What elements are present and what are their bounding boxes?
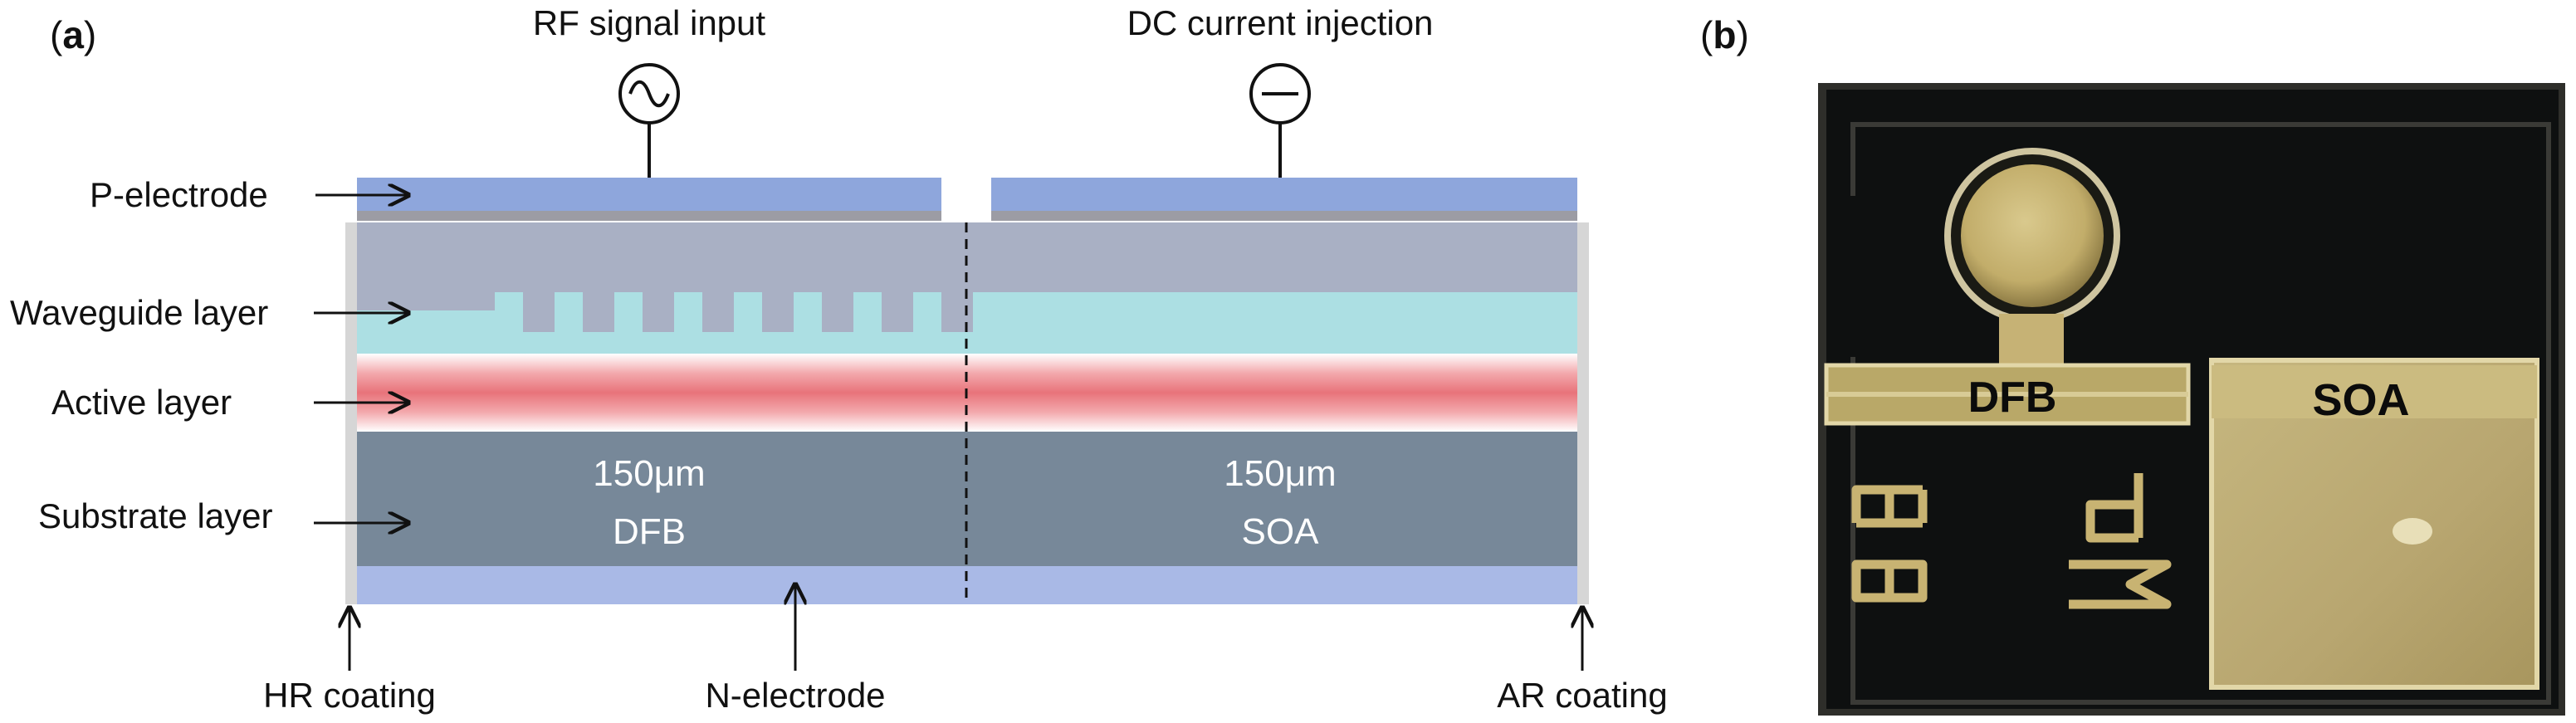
dc-current-label: DC current injection xyxy=(1127,3,1434,42)
panel-b: (b) DFB xyxy=(1700,13,2565,716)
hr-coating-label: HR coating xyxy=(263,676,436,715)
hr-coating-facet xyxy=(345,222,357,604)
p-electrode-soa xyxy=(991,178,1577,211)
rf-signal-label: RF signal input xyxy=(533,3,765,42)
chip-micrograph: DFB SOA xyxy=(1818,83,2565,716)
bragg-grating xyxy=(357,292,973,332)
soa-pad: SOA xyxy=(2209,358,2539,690)
dfb-ridge: DFB xyxy=(1824,363,2191,426)
soa-section-label: SOA xyxy=(1242,511,1320,552)
dc-source-icon xyxy=(1249,63,1311,178)
ac-source-icon xyxy=(618,63,680,178)
bond-pad xyxy=(1944,148,2120,369)
chip-marking xyxy=(1851,473,2172,609)
p-contact-strip-dfb xyxy=(357,211,941,221)
substrate-label: Substrate layer xyxy=(38,496,272,535)
ar-coating-facet xyxy=(1577,222,1589,604)
active-label: Active layer xyxy=(51,383,232,422)
p-contact-strip-soa xyxy=(991,211,1577,221)
photo-dfb-label: DFB xyxy=(1968,374,2057,422)
waveguide-label: Waveguide layer xyxy=(10,293,268,332)
p-electrode-label: P-electrode xyxy=(90,175,268,214)
p-electrode-dfb xyxy=(357,178,941,211)
ar-coating-label: AR coating xyxy=(1497,676,1667,715)
panel-b-letter: (b) xyxy=(1700,13,1749,56)
soa-length-label: 150μm xyxy=(1224,453,1336,494)
panel-a: (a) RF signal input DC current injection xyxy=(10,3,1668,715)
panel-a-letter: (a) xyxy=(50,13,96,56)
dfb-length-label: 150μm xyxy=(593,453,705,494)
photo-soa-label: SOA xyxy=(2312,375,2409,425)
dfb-section-label: DFB xyxy=(613,511,686,552)
n-electrode-label: N-electrode xyxy=(705,676,885,715)
